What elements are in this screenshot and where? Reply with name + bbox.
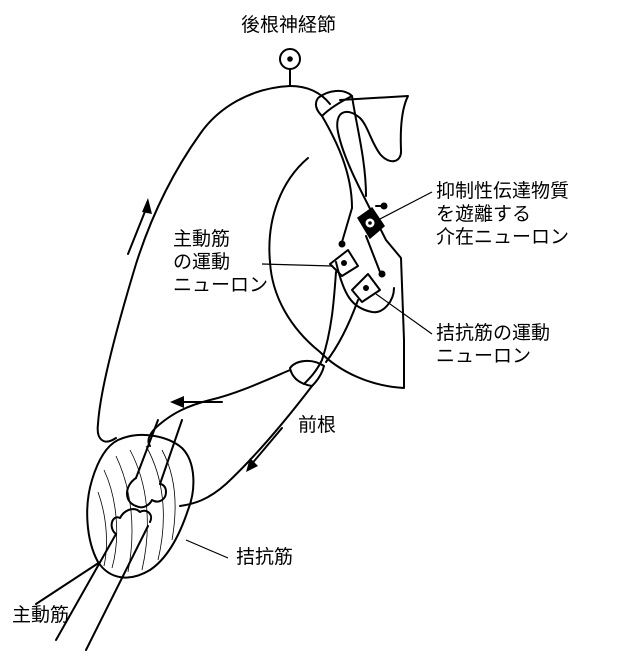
- sensory-fiber: [96, 85, 291, 443]
- upper-bone: [135, 419, 183, 485]
- label-antagonist-motor-neuron: 拮抗筋の運動 ニューロン: [436, 322, 550, 368]
- arrow-head-left: [170, 396, 184, 408]
- dorsal-root-fibers: [321, 95, 367, 209]
- dorsal-root-tube: [314, 90, 353, 117]
- motor-fiber-agonist: [179, 385, 313, 507]
- antagonist-motor-neuron: [351, 273, 381, 303]
- label-ventral-root: 前根: [298, 414, 337, 436]
- ganglion-nucleus: [287, 56, 293, 62]
- grey-matter-horn: [335, 261, 395, 314]
- collateral-to-agonist: [341, 207, 353, 243]
- label-antagonist-line-2: ニューロン: [436, 345, 532, 367]
- motor-axon-agonist: [303, 271, 337, 385]
- interneuron-to-antagonist: [365, 235, 381, 273]
- ventral-root-tube: [289, 360, 325, 387]
- agonist-motor-nucleus: [341, 260, 347, 266]
- motor-axon-antagonist: [325, 299, 359, 363]
- lower-bone: [55, 508, 152, 651]
- upper-bone-head: [126, 477, 167, 509]
- label-antagonist-muscle: 拮抗筋: [236, 546, 294, 568]
- synapse-dot-3: [378, 270, 386, 278]
- antagonist-motor-nucleus: [363, 285, 369, 291]
- sensory-fiber-into-cord: [289, 85, 331, 105]
- label-inhibitory-line-1: 抑制性伝達物質: [436, 180, 570, 202]
- arrow-head-up: [142, 198, 152, 214]
- label-agonist-motor-neuron: 主動筋 の運動 ニューロン: [173, 228, 268, 297]
- leader-agonist-motor: [261, 263, 333, 267]
- synapse-dot-2: [338, 240, 346, 248]
- spinal-cord-section: [268, 95, 409, 389]
- synapse-dot-1: [380, 202, 388, 210]
- agonist-tendon: [35, 561, 101, 605]
- label-inhibitory-line-3: 介在ニューロン: [436, 226, 570, 248]
- label-antagonist-line-1: 拮抗筋の運動: [436, 322, 551, 344]
- arrow-down: [249, 427, 283, 467]
- label-inhibitory-line-2: を遊離する: [436, 203, 532, 225]
- interneuron-nucleus-dot: [368, 221, 372, 225]
- muscle-belly: [86, 433, 195, 579]
- leader-interneuron: [377, 191, 433, 221]
- leader-antagonist-motor: [375, 293, 433, 335]
- motor-neuron-icon: [329, 249, 359, 277]
- leader-antagonist-muscle: [185, 539, 229, 559]
- label-inhibitory-interneuron: 抑制性伝達物質 を遊離する 介在ニューロン: [436, 180, 569, 249]
- motor-fiber-antagonist: [147, 369, 291, 447]
- label-agonist-muscle: 主動筋: [12, 604, 70, 626]
- label-dorsal-root-ganglion: 後根神経節: [241, 14, 337, 36]
- ganglion-cell-icon: [279, 48, 301, 70]
- label-agonist-line-1: 主動筋: [173, 228, 231, 250]
- label-agonist-line-3: ニューロン: [173, 274, 269, 296]
- label-agonist-line-2: の運動: [173, 251, 231, 273]
- arrow-head-down: [246, 458, 258, 472]
